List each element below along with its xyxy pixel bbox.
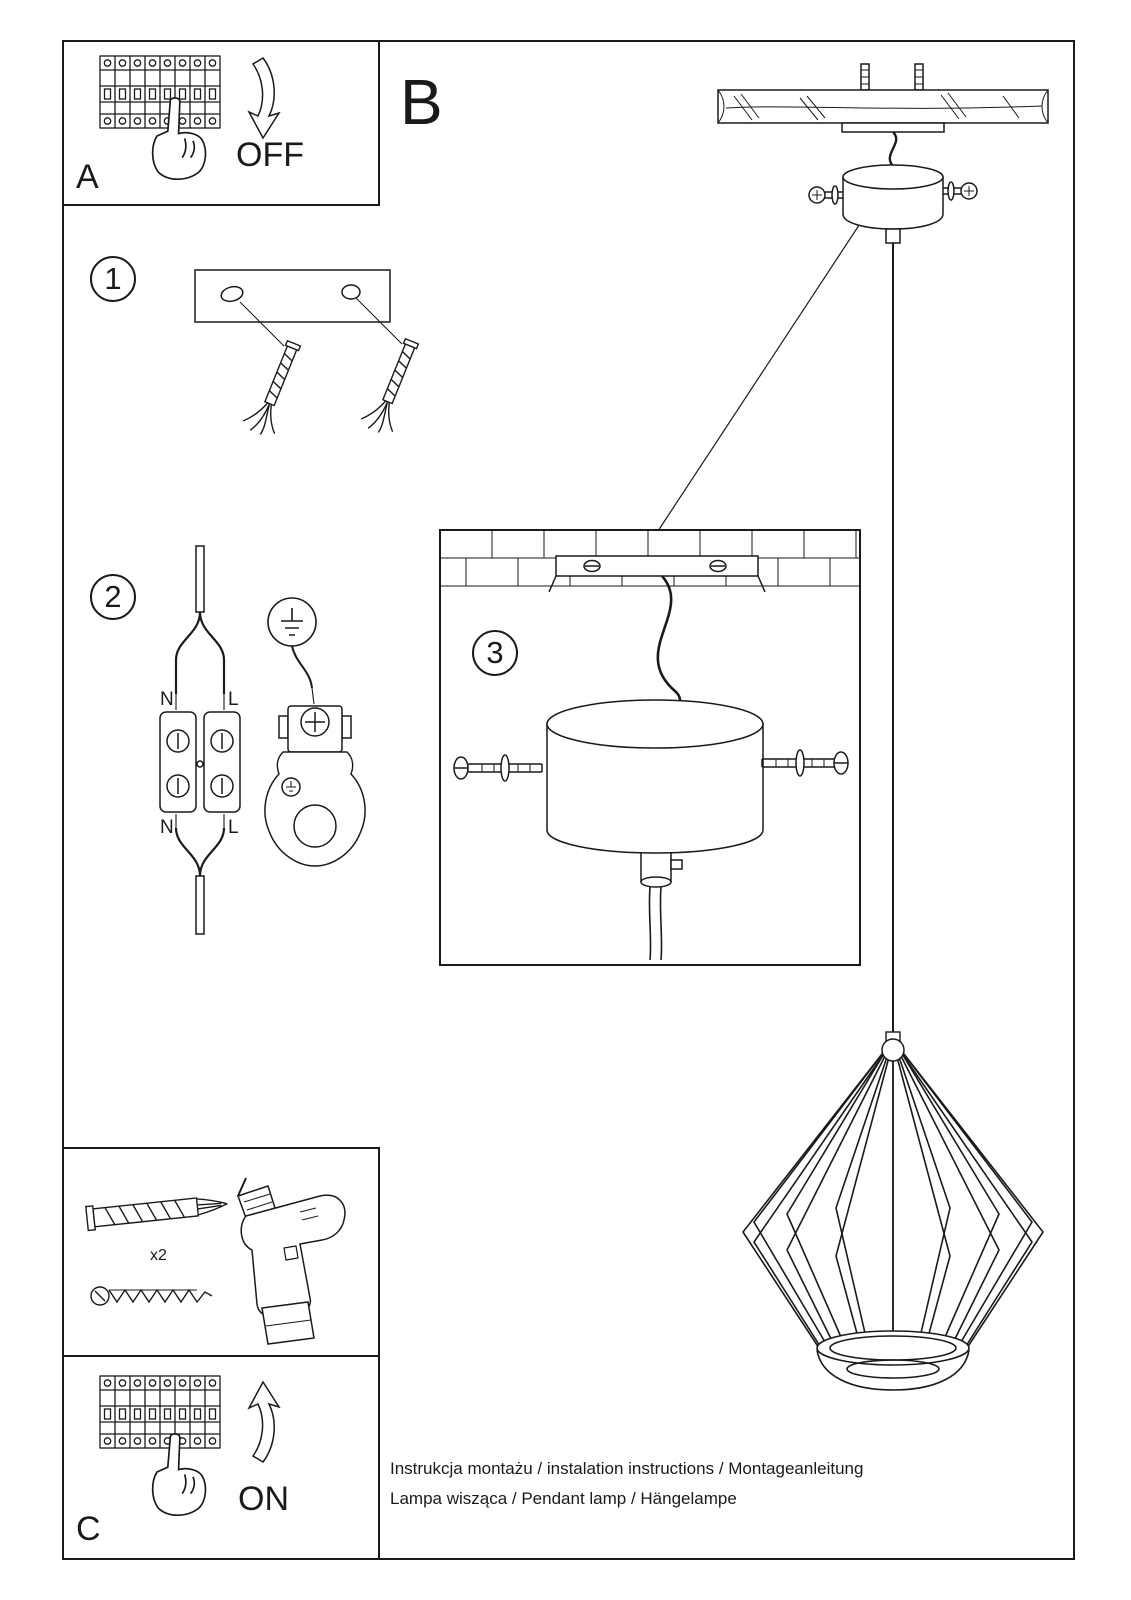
- anchor-icon: [85, 1197, 228, 1232]
- screw-icon: [90, 1286, 213, 1306]
- lamp-shade-drawing: [742, 1031, 1044, 1391]
- step-1-number: 1: [104, 261, 122, 296]
- terminal-block: [159, 711, 241, 813]
- wire-l-top-label: L: [228, 689, 239, 710]
- side-screw-right: [943, 181, 978, 201]
- wire-n-bottom-label: N: [160, 817, 174, 838]
- ceiling-bracket: [548, 555, 766, 593]
- off-label: OFF: [236, 136, 304, 174]
- wire-n-top-label: N: [160, 689, 174, 710]
- panel-b-label: B: [400, 66, 443, 138]
- step-2-badge: 2: [90, 574, 136, 620]
- step-1-badge: 1: [90, 256, 136, 302]
- side-screw-left: [453, 754, 543, 782]
- footer-product-line: Lampa wisząca / Pendant lamp / Hängelamp…: [390, 1489, 737, 1508]
- strain-relief-drawing: [264, 645, 366, 867]
- arrow-up-icon: [248, 1381, 280, 1463]
- wood-grain: [717, 89, 1049, 124]
- canopy-drawing: [808, 131, 978, 244]
- wire-l-bottom-label: L: [228, 817, 239, 838]
- ceiling-plank-drawing: [717, 63, 1049, 133]
- side-screw-right: [761, 749, 849, 777]
- arrow-down-icon: [248, 57, 280, 139]
- wall-plug-icon: [358, 333, 428, 439]
- anchor-quantity-label: x2: [150, 1247, 167, 1264]
- wall-plug-icon: [240, 335, 310, 441]
- outer-frame: [62, 40, 1075, 1560]
- cage-hub: [881, 1038, 905, 1062]
- canopy-detail-drawing: [439, 529, 861, 966]
- step-3-badge: 3: [472, 630, 518, 676]
- on-label: ON: [238, 1480, 289, 1518]
- canopy-body: [546, 699, 764, 961]
- mounting-bracket-drawing: [194, 269, 428, 441]
- panel-a-label: A: [76, 158, 99, 196]
- drill-icon: [237, 1177, 346, 1345]
- bottom-ring: [816, 1330, 970, 1366]
- step-2-number: 2: [104, 579, 122, 614]
- panel-c-box: [62, 1355, 380, 1560]
- step-3-number: 3: [486, 635, 504, 670]
- callout-line: [657, 209, 870, 532]
- panel-c-label: C: [76, 1510, 101, 1548]
- footer-instructions-line: Instrukcja montażu / instalation instruc…: [390, 1459, 864, 1478]
- ground-symbol-icon: [267, 597, 317, 647]
- power-cord: [888, 131, 898, 167]
- side-screw-left: [808, 185, 843, 205]
- panel-a-box: [62, 40, 380, 206]
- cage-spokes: [742, 1050, 1044, 1364]
- wiring-diagram: [159, 545, 241, 935]
